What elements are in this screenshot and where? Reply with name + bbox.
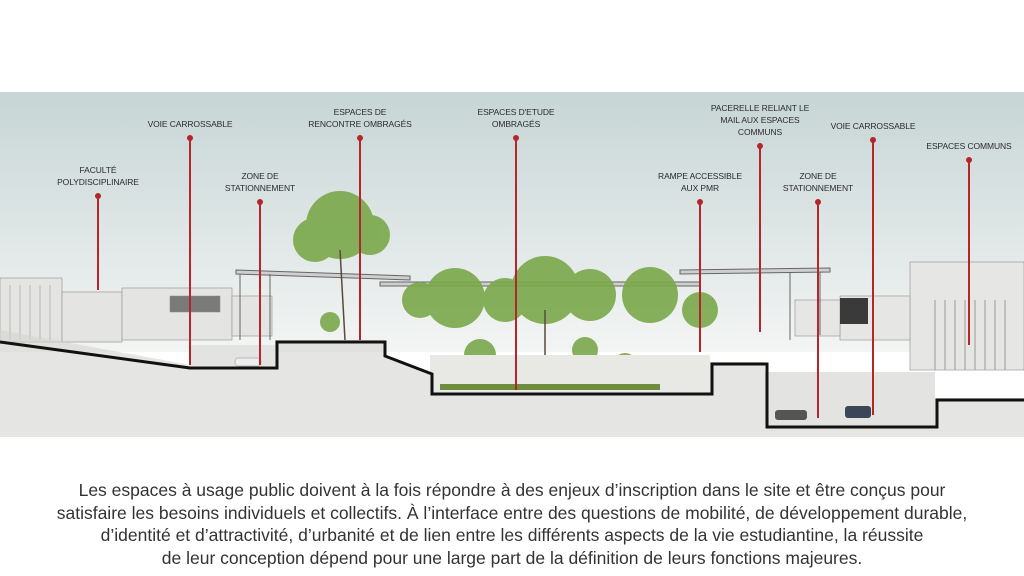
- label-etude: ESPACES D'ETUDE OMBRAGÉS: [478, 106, 555, 130]
- pin-dot: [357, 135, 363, 141]
- pin-line: [872, 140, 874, 415]
- label-rencontre: ESPACES DE RENCONTRE OMBRAGÉS: [308, 106, 412, 130]
- caption-line: satisfaire les besoins individuels et co…: [56, 502, 968, 523]
- label-line: RAMPE ACCESSIBLE: [658, 171, 742, 181]
- pin-line: [97, 196, 99, 290]
- label-rampe: RAMPE ACCESSIBLE AUX PMR: [658, 170, 742, 194]
- label-line: OMBRAGÉS: [491, 119, 541, 129]
- label-line: ESPACES D'ETUDE: [477, 107, 555, 117]
- label-line: STATIONNEMENT: [782, 183, 854, 193]
- label-zone2: ZONE DE STATIONNEMENT: [783, 170, 853, 194]
- label-line: MAIL AUX ESPACES: [720, 115, 800, 125]
- pin-dot: [513, 135, 519, 141]
- caption-line: d’identité et d’attractivité, d’urbanité…: [100, 525, 924, 545]
- pin-line: [515, 138, 517, 390]
- caption-paragraph: Les espaces à usage public doivent à la …: [0, 479, 1024, 569]
- label-faculte: FACULTÉ POLYDISCIPLINAIRE: [57, 164, 139, 188]
- label-line: FACULTÉ: [79, 165, 117, 175]
- label-pacerelle: PACERELLE RELIANT LE MAIL AUX ESPACES COMM…: [711, 102, 809, 138]
- label-line: POLYDISCIPLINAIRE: [57, 177, 139, 187]
- label-line: STATIONNEMENT: [224, 183, 296, 193]
- pin-line: [759, 146, 761, 332]
- label-line: VOIE CARROSSABLE: [147, 119, 233, 129]
- pin-dot: [966, 157, 972, 163]
- pin-dot: [815, 199, 821, 205]
- label-line: COMMUNS: [737, 127, 783, 137]
- label-communs: ESPACES COMMUNS: [926, 140, 1011, 152]
- pin-line: [817, 202, 819, 418]
- pin-line: [189, 138, 191, 365]
- pin-dot: [870, 137, 876, 143]
- label-line: AUX PMR: [680, 183, 720, 193]
- label-line: ZONE DE: [799, 171, 837, 181]
- label-voie1: VOIE CARROSSABLE: [148, 118, 233, 130]
- label-line: PACERELLE RELIANT LE: [710, 103, 810, 113]
- grass: [440, 384, 660, 390]
- pin-line: [259, 202, 261, 365]
- pin-dot: [757, 143, 763, 149]
- caption-line: Les espaces à usage public doivent à la …: [78, 480, 946, 500]
- pin-dot: [697, 199, 703, 205]
- pin-line: [968, 160, 970, 345]
- label-zone1: ZONE DE STATIONNEMENT: [225, 170, 295, 194]
- label-line: ESPACES COMMUNS: [926, 141, 1012, 151]
- pin-line: [359, 138, 361, 340]
- label-line: ESPACES DE: [333, 107, 387, 117]
- site-section-illustration: [0, 92, 1024, 437]
- label-voie2: VOIE CARROSSABLE: [831, 120, 916, 132]
- ground-mass: [0, 330, 1024, 437]
- caption-line: de leur conception dépend pour une large…: [161, 547, 863, 568]
- label-line: VOIE CARROSSABLE: [830, 121, 916, 131]
- pin-dot: [95, 193, 101, 199]
- label-line: RENCONTRE OMBRAGÉS: [308, 119, 412, 129]
- pin-dot: [187, 135, 193, 141]
- ground-line: [0, 340, 1024, 429]
- label-line: ZONE DE: [241, 171, 279, 181]
- cars: [234, 357, 871, 420]
- pin-dot: [257, 199, 263, 205]
- pin-line: [699, 202, 701, 352]
